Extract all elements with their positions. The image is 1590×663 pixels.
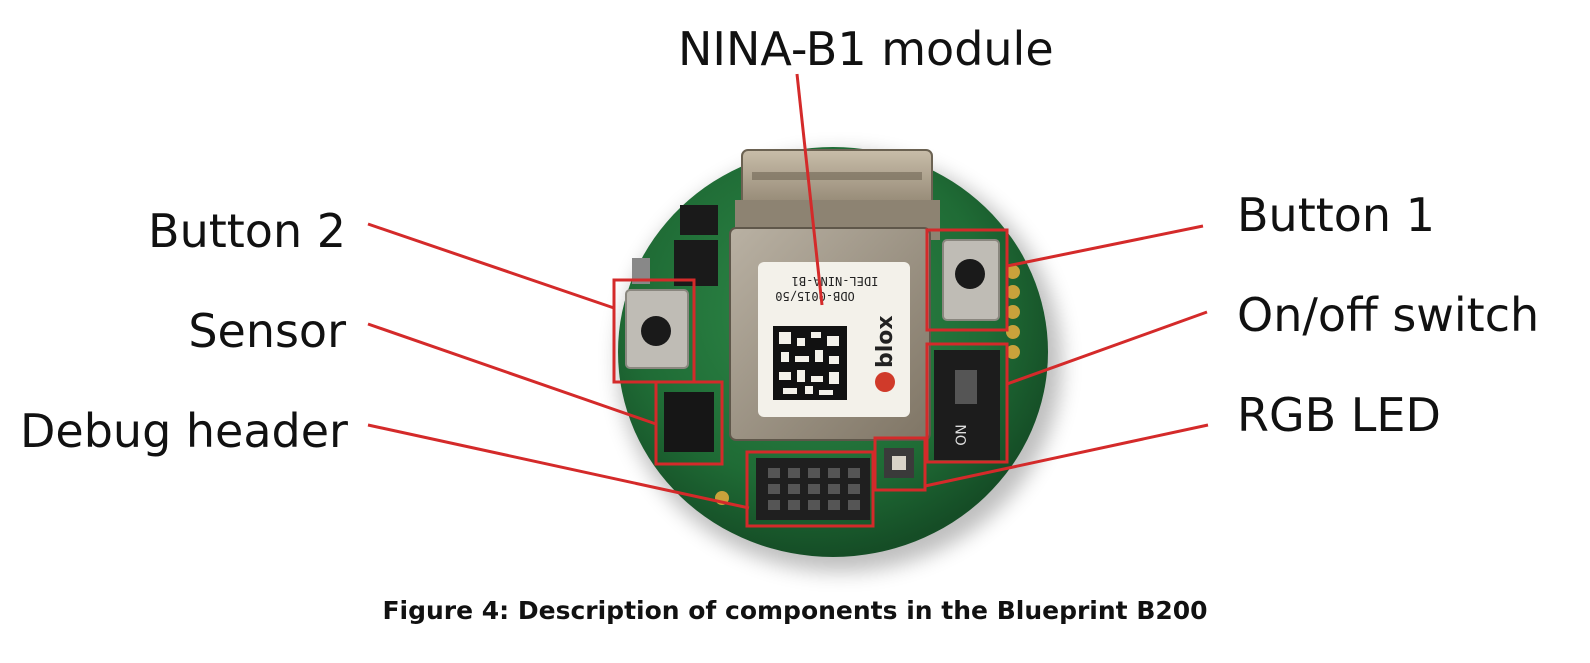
leader-lines xyxy=(367,73,1209,510)
button-2-cap xyxy=(641,316,671,346)
leader-debug-header xyxy=(367,423,750,510)
label-nina-b1-module: NINA-B1 module xyxy=(678,22,1054,76)
highlight-rgb-led xyxy=(873,436,927,492)
pad-4 xyxy=(1006,325,1020,339)
switch-marking: ON xyxy=(954,424,970,446)
highlight-debug-header xyxy=(745,450,875,528)
pad-3 xyxy=(1006,305,1020,319)
pad-1 xyxy=(1006,265,1020,279)
debug-header-pins xyxy=(768,468,860,510)
ic-chip-left xyxy=(674,240,718,286)
highlight-button-2 xyxy=(612,278,696,384)
module-marking-2: ODB-0015/50 xyxy=(775,289,854,303)
leader-button-2 xyxy=(367,222,615,310)
rgb-led-lens xyxy=(892,456,906,470)
leader-button-1 xyxy=(1006,224,1204,268)
highlight-boxes xyxy=(612,228,1009,528)
side-connector xyxy=(632,258,650,284)
leader-switch xyxy=(1006,310,1208,386)
ublox-logo-text: blox xyxy=(873,315,898,368)
sensor-chip xyxy=(664,392,714,452)
pad-2 xyxy=(1006,285,1020,299)
label-sensor: Sensor xyxy=(188,304,346,358)
figure-caption: Figure 4: Description of components in t… xyxy=(382,596,1208,625)
ic-chip-top xyxy=(680,205,718,235)
module-marking-1: IDEL-NINA-B1 xyxy=(792,274,879,288)
button-1-cap xyxy=(955,259,985,289)
highlight-switch xyxy=(925,342,1009,464)
pad-5 xyxy=(1006,345,1020,359)
antenna-slot xyxy=(752,172,922,180)
ublox-logo-mark xyxy=(875,372,895,392)
leader-sensor xyxy=(367,322,657,426)
label-button-1: Button 1 xyxy=(1237,188,1435,242)
highlight-button-1 xyxy=(925,228,1009,332)
switch-body xyxy=(934,350,1000,460)
label-rgb-led: RGB LED xyxy=(1237,388,1441,442)
leader-rgb-led xyxy=(924,423,1209,488)
switch-slider xyxy=(955,370,977,404)
label-debug-header: Debug header xyxy=(20,404,348,458)
qr-code xyxy=(773,326,847,400)
label-button-2: Button 2 xyxy=(148,204,346,258)
label-on-off-switch: On/off switch xyxy=(1237,288,1540,342)
leader-module xyxy=(795,73,824,306)
